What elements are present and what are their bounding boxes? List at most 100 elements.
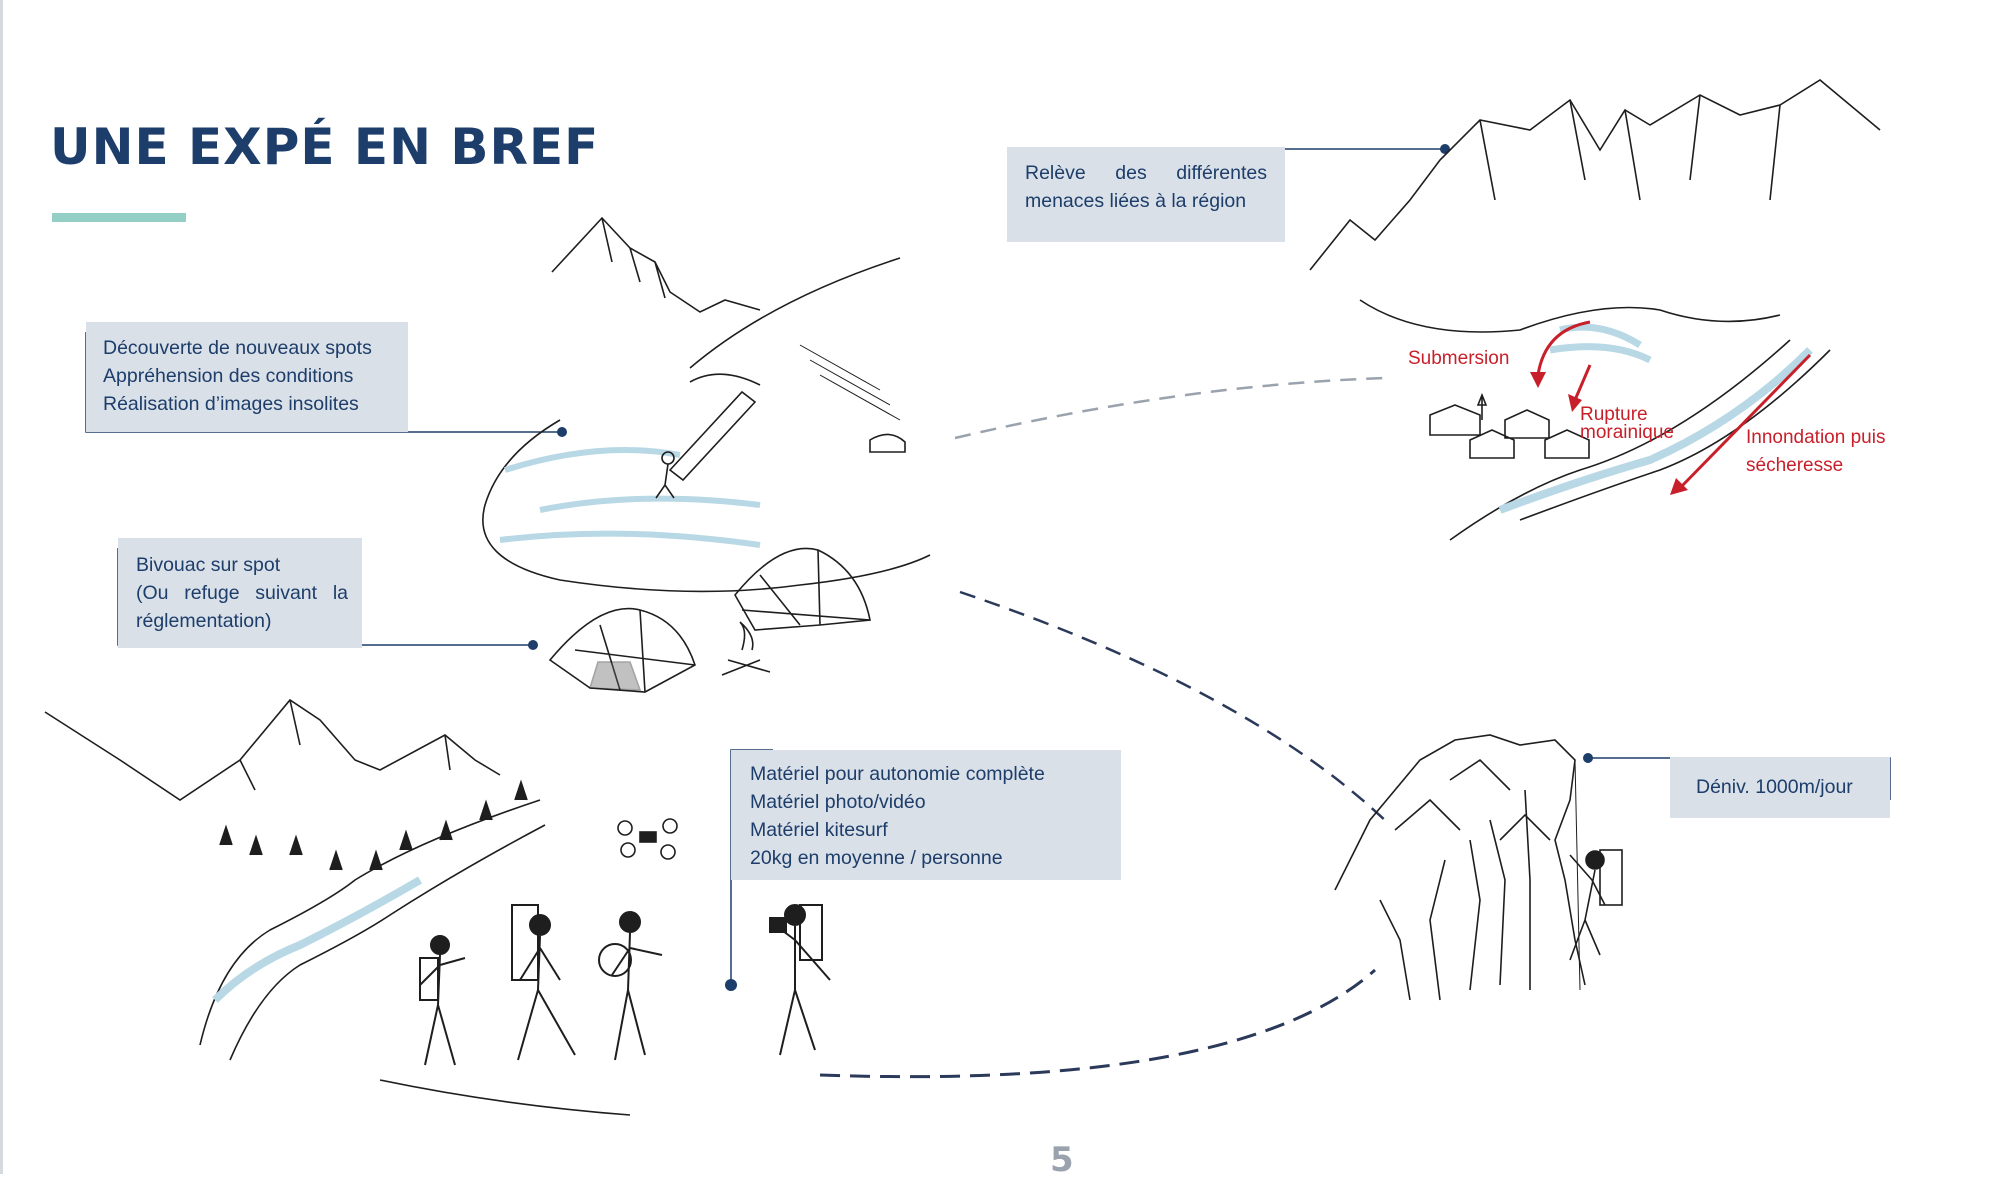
rock-outline [1334,734,1586,986]
callout-bivouac: Bivouac sur spot (Ou refuge suivant la r… [118,538,362,648]
village-houses [1429,404,1590,459]
dot-deniv [1583,753,1593,763]
hiker-2 [511,904,576,1061]
callout-line: Matériel pour autonomie complète [750,763,1045,785]
hikers [419,904,831,1066]
rock-cracks [1379,789,1531,1001]
page-edge [0,0,3,1174]
valley-mountains [44,698,501,801]
hut [869,433,906,453]
tent-left-seams [574,609,696,693]
label-rupture-line1: Rupture [1580,404,1648,425]
dot-spots [557,427,567,437]
slope-line [689,257,901,369]
callout-line: Bivouac sur spot [136,554,281,576]
hiker-1 [419,935,466,1066]
label-rupture-line2: morainique [1580,422,1674,443]
callout-materiel: Matériel pour autonomie complète Matérie… [731,750,1121,880]
hiker-pack [511,904,539,981]
hiker-head [784,904,806,926]
title-underline [52,213,186,222]
pine-trees [219,779,528,871]
valley-floor [1359,299,1781,333]
route-segment-1 [954,376,1386,440]
page-title: UNE EXPÉ EN BREF [50,118,600,176]
callout-line: Déniv. 1000m/jour [1696,776,1853,798]
kite-board [668,390,757,482]
label-inondation-line2: sécheresse [1746,455,1843,476]
kiter-body [655,463,675,499]
climber-body [1569,854,1606,961]
climbing-rope [1574,759,1581,991]
climbing-scene [1334,734,1623,1001]
climber-head [1585,850,1605,870]
hiker-head [430,935,450,955]
lake-shore [482,419,931,593]
drone-rotor [660,844,676,860]
trail-line [379,1079,631,1116]
village-church [1476,392,1488,420]
callout-line: réglementation) [136,610,272,632]
callout-line: 20kg en moyenne / personne [750,847,1003,869]
hiker-pack [799,904,823,961]
valley-hatching [239,699,451,791]
river-bank-left [199,799,541,1046]
label-inondation-line1: Innondation puis [1746,427,1885,448]
callout-line: Matériel kitesurf [750,819,888,841]
slope-hatching [799,344,901,421]
peak-hatching [601,217,666,299]
route-segment-2 [959,590,1391,826]
ridge-hatching [1479,94,1781,201]
route-path [819,376,1391,1079]
hiker-pack [419,957,439,1001]
callout-line: menaces liées à la région [1025,190,1247,212]
page-number: 5 [1050,1140,1074,1180]
river-water [1498,347,1813,514]
hazard-labels: Submersion Rupture morainique Innondatio… [1408,348,1885,476]
dot-materiel [725,979,737,991]
ice-block [689,373,761,386]
label-submersion: Submersion [1408,348,1509,369]
hiker-4 [769,904,831,1056]
river-left-bank [1449,339,1791,541]
arrow-rupture [1573,364,1592,401]
route-segment-3 [819,968,1376,1079]
campfire [721,621,771,676]
arrow-submersion [1536,320,1591,376]
arrowhead [1530,372,1546,388]
drone-body [639,831,657,843]
tent-right-seams [741,549,871,626]
callout-spots: Découverte de nouveaux spots Appréhensio… [86,322,408,432]
hazard-arrows [1530,320,1812,495]
climber-pack [1599,849,1623,906]
tent-left-door [588,661,642,691]
ridge-line [1309,79,1881,271]
arrowhead [1568,394,1582,412]
arrow-inondation [1678,353,1812,490]
hiker-body [774,924,831,1056]
callout-line: Relève des différentes [1025,162,1267,184]
valley-scene [44,698,631,1116]
hiker-pack [598,943,632,977]
peak-outline [551,216,761,313]
hiker-body [419,954,466,1066]
rock-facets [1394,758,1551,841]
drone-rotor [662,818,678,834]
drone [617,818,678,860]
callout-menaces: Relève des différentes menaces liées à l… [1007,147,1285,242]
threat-valley [1309,79,1881,541]
lake-water [499,447,761,548]
callout-line: Matériel photo/vidéo [750,791,926,813]
callout-line: (Ou refuge suivant la [136,582,348,604]
hiker-3 [598,911,663,1061]
callout-line: Appréhension des conditions [103,365,354,387]
river-water [212,876,423,1003]
arrowhead [1670,478,1688,495]
dot-bivouac [528,640,538,650]
hiker-head [619,911,641,933]
camp-scene [548,547,871,693]
hiker-camera [769,917,787,933]
hiker-body [517,935,576,1061]
hiker-body [611,932,663,1061]
